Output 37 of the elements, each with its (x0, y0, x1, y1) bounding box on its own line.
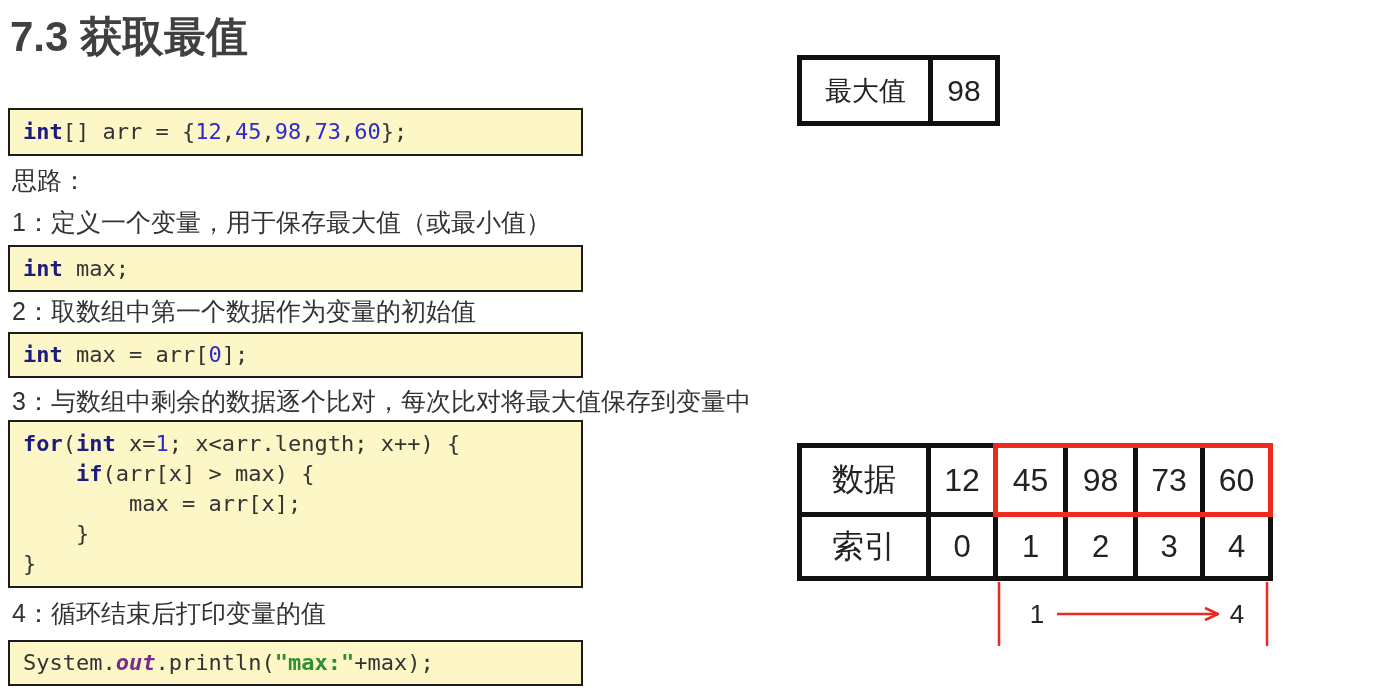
code-line: int max; (23, 254, 129, 283)
step-text: 2：取数组中第一个数据作为变量的初始值 (12, 296, 476, 326)
header-cell: 数据 (802, 448, 926, 512)
header-cell: 最大值 (802, 60, 928, 121)
code-line: System.out.println("max:"+max); (23, 649, 434, 677)
code-line: } (74, 520, 90, 548)
title: 7.3 获取最值 (10, 12, 249, 62)
step-text: 1：定义一个变量，用于保存最大值（或最小值） (12, 207, 551, 237)
value-cell: 45 (998, 448, 1063, 512)
code-block (8, 108, 583, 156)
step-text: 3：与数组中剩余的数据逐个比对，每次比对将最大值保存到变量中 (12, 386, 751, 416)
code-line: max = arr[x]; (127, 490, 302, 518)
code-line: if(arr[x] > max) { (74, 460, 315, 488)
code-block (8, 245, 583, 292)
value-cell: 73 (1138, 448, 1200, 512)
code-block (8, 420, 583, 588)
value-cell: 60 (1205, 448, 1268, 512)
code-block (8, 640, 583, 686)
value-cell: 3 (1138, 517, 1200, 576)
code-line: int max = arr[0]; (23, 341, 249, 369)
step-text: 4：循环结束后打印变量的值 (12, 598, 326, 628)
value-cell: 98 (933, 60, 995, 121)
value-cell: 0 (931, 517, 993, 576)
arrow (1057, 606, 1220, 622)
value-cell: 4 (1205, 517, 1268, 576)
section-label: 思路： (12, 165, 87, 195)
code-line: for(int x=1; x<arr.length; x++) { (23, 430, 461, 458)
header-cell: 索引 (802, 517, 926, 576)
value-cell: 2 (1068, 517, 1133, 576)
value-cell: 1 (998, 517, 1063, 576)
index-number: 4 (1218, 594, 1256, 634)
code-line: int[] arr = {12,45,98,73,60}; (23, 118, 408, 146)
value-cell: 98 (1068, 448, 1133, 512)
code-line: } (23, 550, 37, 578)
index-number: 1 (1017, 594, 1057, 634)
code-block (8, 332, 583, 378)
value-cell: 12 (931, 448, 993, 512)
